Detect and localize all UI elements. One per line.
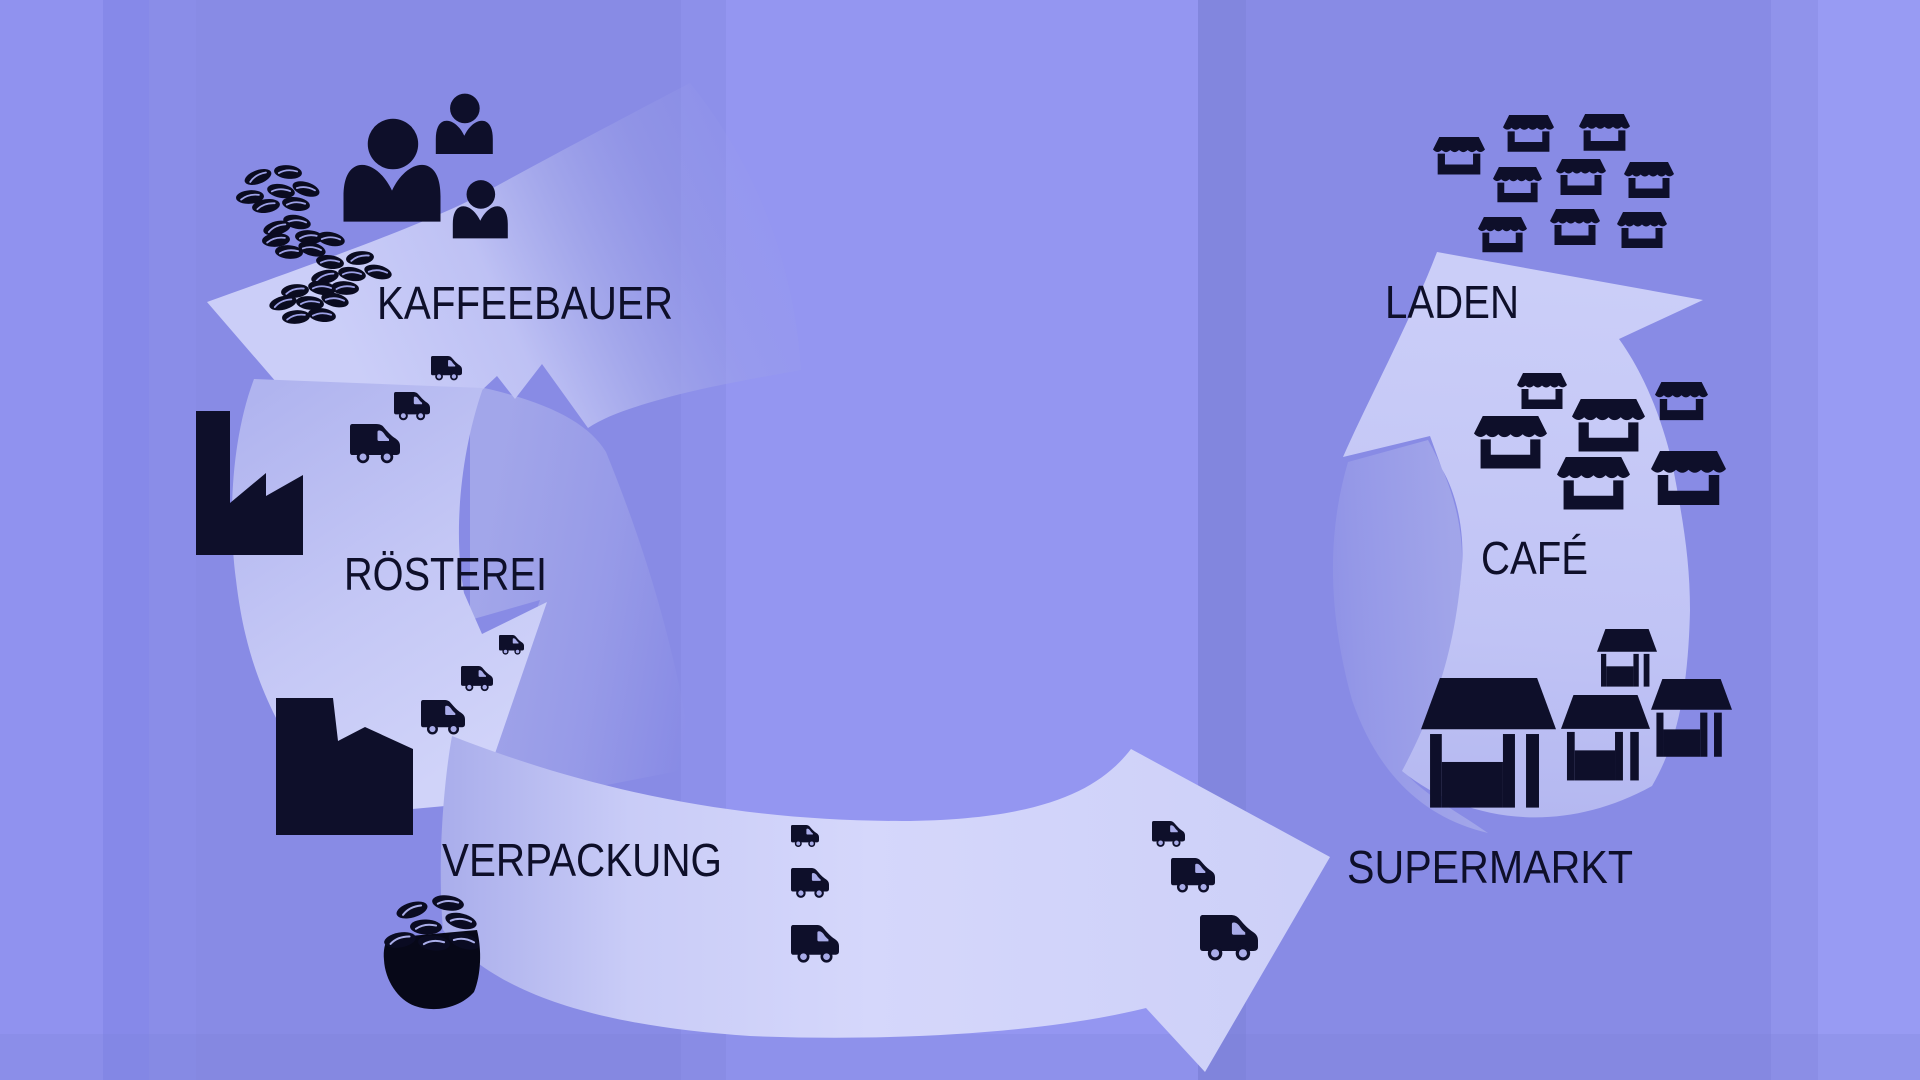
- svg-text:LADEN: LADEN: [1385, 276, 1519, 328]
- svg-text:SUPERMARKT: SUPERMARKT: [1347, 841, 1633, 893]
- svg-text:RÖSTEREI: RÖSTEREI: [344, 548, 547, 600]
- svg-text:CAFÉ: CAFÉ: [1481, 532, 1588, 584]
- svg-text:KAFFEEBAUER: KAFFEEBAUER: [377, 277, 673, 329]
- svg-text:VERPACKUNG: VERPACKUNG: [442, 834, 722, 886]
